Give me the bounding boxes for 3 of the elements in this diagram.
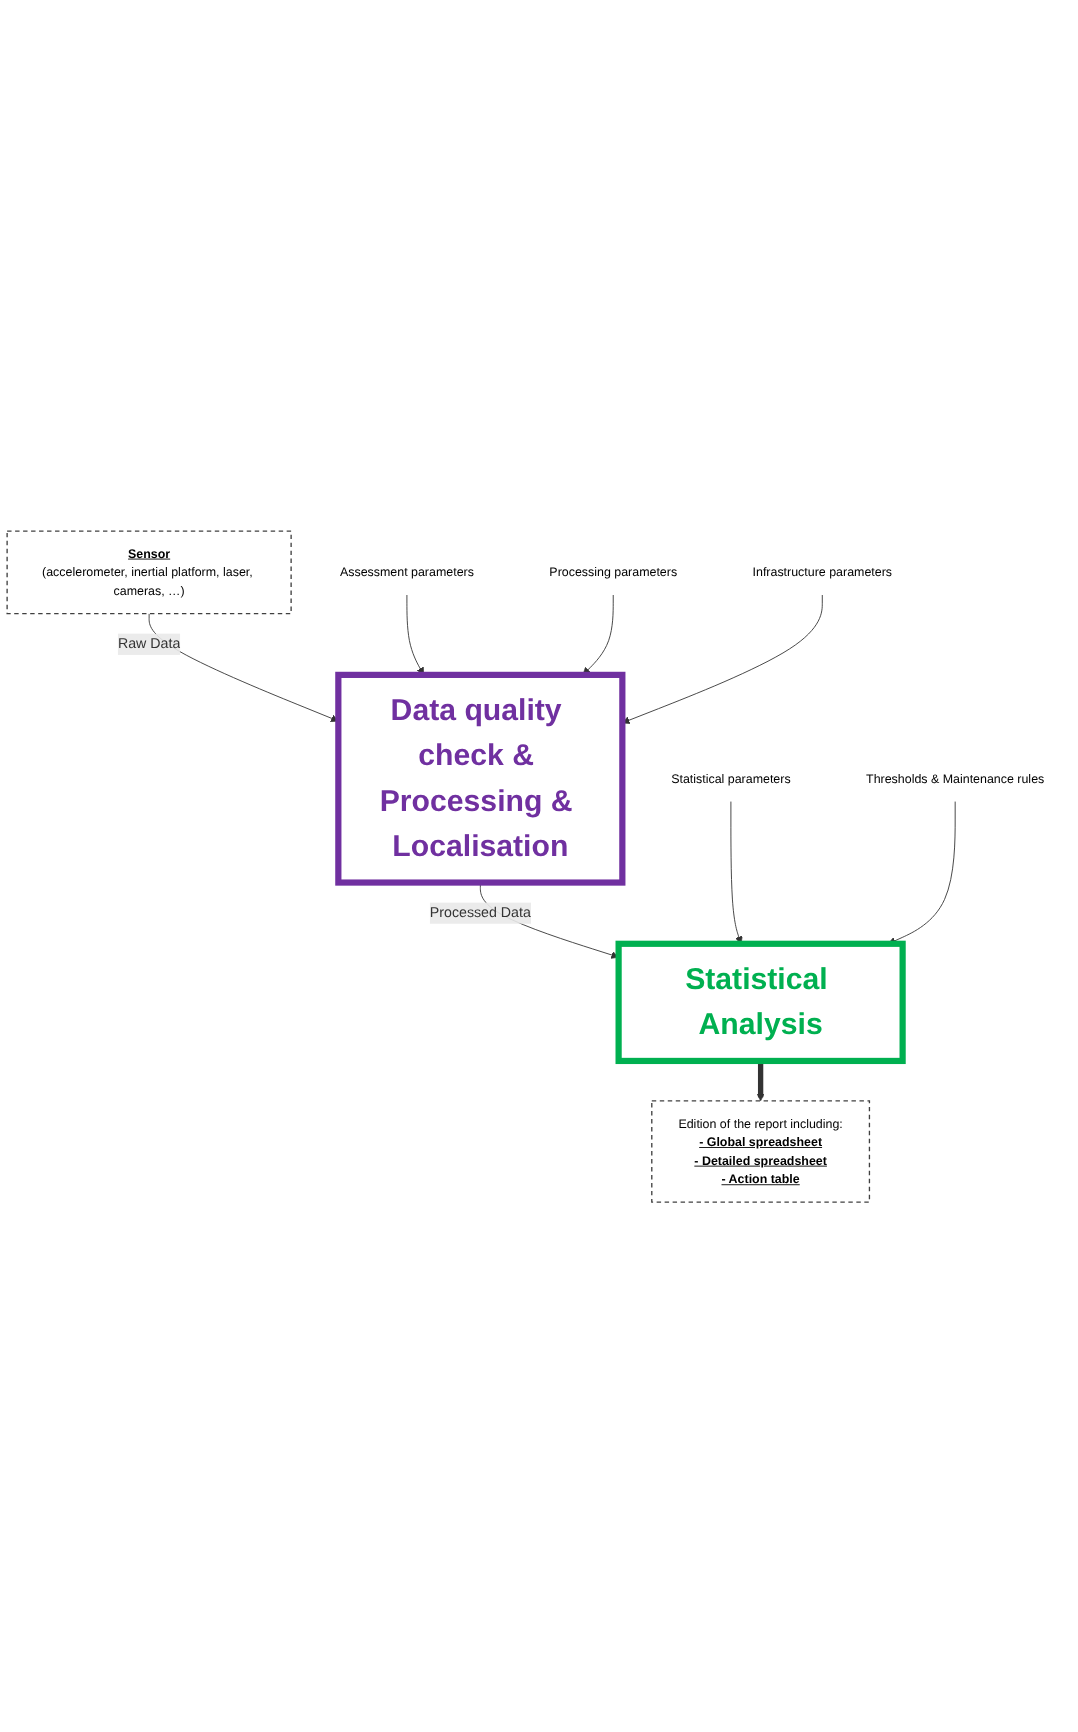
arrow [756,1060,765,1101]
node-box: Statistical Analysis [615,940,906,1064]
node-box: Data quality check & Processing & Localisation [335,671,626,886]
